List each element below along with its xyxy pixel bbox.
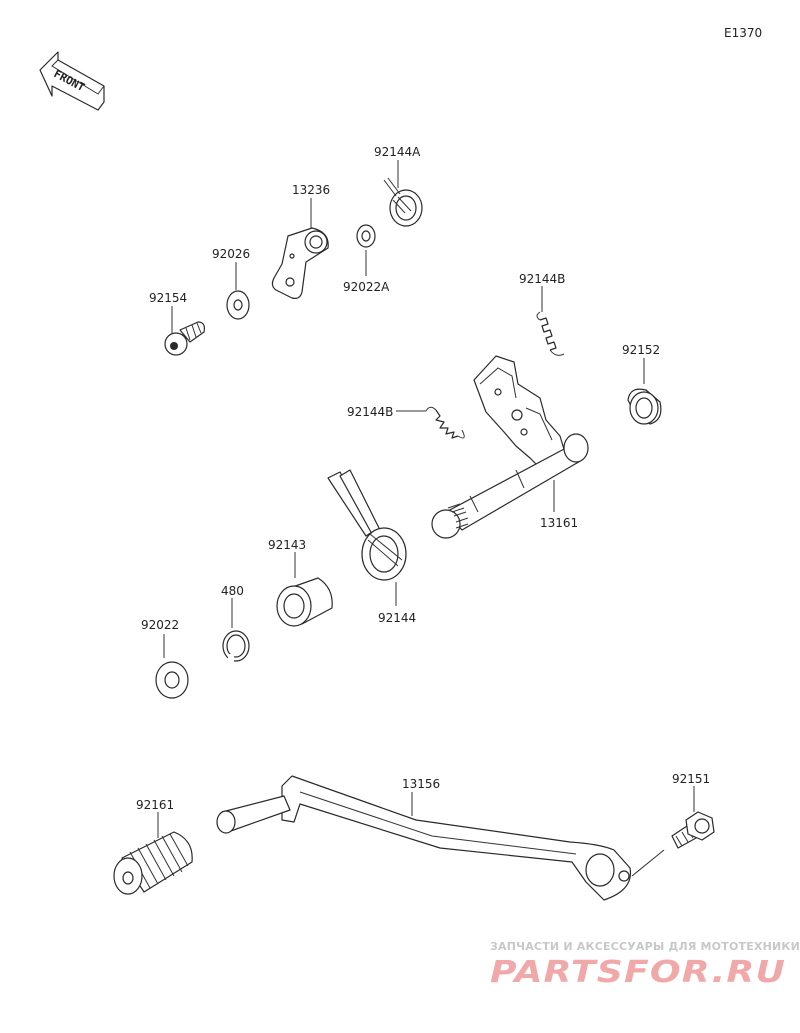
part-480-circlip — [222, 598, 250, 662]
part-13156-shift-pedal — [216, 775, 665, 901]
part-92144A-spring — [383, 160, 423, 227]
part-92154-bolt — [164, 306, 205, 356]
part-92152-oil-seal — [627, 358, 662, 425]
part-92144B-spring-top — [536, 286, 565, 356]
part-92026-washer — [226, 262, 250, 320]
diagram-code: E1370 — [724, 26, 762, 40]
part-92144-return-spring — [327, 469, 407, 606]
callout-92144B-mid: 92144B — [347, 405, 393, 419]
callout-92152: 92152 — [622, 343, 660, 357]
part-92144B-spring-mid — [396, 406, 465, 439]
watermark-logo: PARTSFOR.RU — [490, 955, 786, 990]
callout-92144A: 92144A — [374, 145, 421, 159]
callout-13161: 13161 — [540, 516, 578, 530]
callout-92144: 92144 — [378, 611, 416, 625]
part-92022A-washer — [356, 224, 376, 276]
part-92161-rubber-peg — [113, 812, 193, 895]
callout-480: 480 — [221, 584, 244, 598]
callout-92022: 92022 — [141, 618, 179, 632]
callout-13236: 13236 — [292, 183, 330, 197]
callout-92026: 92026 — [212, 247, 250, 261]
part-13161-shift-shaft — [431, 355, 589, 539]
part-92151-bolt — [671, 786, 715, 849]
part-92022-washer — [155, 634, 189, 699]
callout-92151: 92151 — [672, 772, 710, 786]
callout-92144B-top: 92144B — [519, 272, 565, 286]
callout-13156: 13156 — [402, 777, 440, 791]
callout-92161: 92161 — [136, 798, 174, 812]
callout-92154: 92154 — [149, 291, 187, 305]
watermark: ЗАПЧАСТИ И АКСЕССУАРЫ ДЛЯ МОТОТЕХНИКИ PA… — [490, 940, 800, 990]
part-92143-collar — [276, 552, 333, 627]
callout-92022A: 92022A — [343, 280, 390, 294]
callout-92143: 92143 — [268, 538, 306, 552]
part-13236-lever — [271, 198, 329, 299]
watermark-tagline: ЗАПЧАСТИ И АКСЕССУАРЫ ДЛЯ МОТОТЕХНИКИ — [490, 940, 800, 953]
front-arrow-icon: FRONT — [39, 51, 105, 111]
